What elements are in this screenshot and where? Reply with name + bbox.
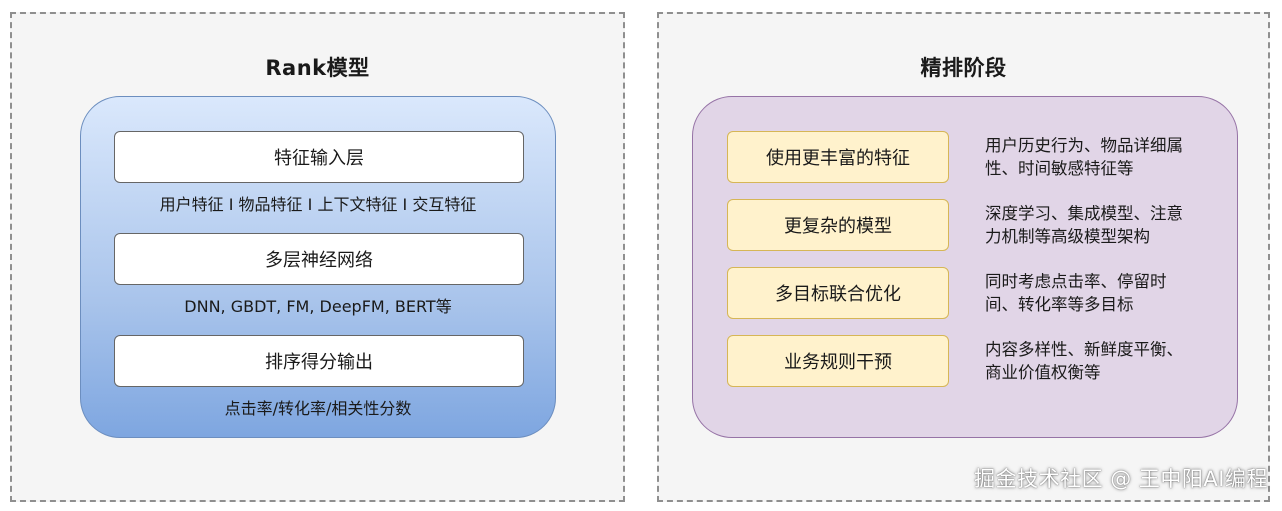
neural-network-layer-desc: DNN, GBDT, FM, DeepFM, BERT等 xyxy=(184,297,452,316)
rank-model-title: Rank模型 xyxy=(265,56,370,80)
desc-line: 用户历史行为、物品详细属 xyxy=(985,136,1183,155)
desc-line: 商业价值权衡等 xyxy=(985,363,1101,382)
feature-input-layer-desc: 用户特征 I 物品特征 I 上下文特征 I 交互特征 xyxy=(159,195,477,214)
score-output-layer-desc: 点击率/转化率/相关性分数 xyxy=(224,399,412,418)
desc-line: 同时考虑点击率、停留时 xyxy=(985,272,1167,291)
feature-input-layer-box: 特征输入层 xyxy=(114,131,524,183)
neural-network-layer-box: 多层神经网络 xyxy=(114,233,524,285)
fine-ranking-title: 精排阶段 xyxy=(920,56,1007,80)
watermark: 掘金技术社区 @ 王中阳AI编程 xyxy=(974,467,1268,491)
multi-objective-desc: 同时考虑点击率、停留时 间、转化率等多目标 xyxy=(985,270,1223,316)
desc-line: 力机制等高级模型架构 xyxy=(985,227,1150,246)
score-output-layer-box: 排序得分输出 xyxy=(114,335,524,387)
business-rules-box: 业务规则干预 xyxy=(727,335,949,387)
richer-features-desc: 用户历史行为、物品详细属 性、时间敏感特征等 xyxy=(985,134,1223,180)
desc-line: 内容多样性、新鲜度平衡、 xyxy=(985,340,1183,359)
fine-ranking-panel: 精排阶段 使用更丰富的特征 用户历史行为、物品详细属 性、时间敏感特征等 更复杂… xyxy=(657,12,1270,502)
fine-ranking-container: 使用更丰富的特征 用户历史行为、物品详细属 性、时间敏感特征等 更复杂的模型 深… xyxy=(692,96,1238,438)
desc-line: 间、转化率等多目标 xyxy=(985,295,1134,314)
business-rules-desc: 内容多样性、新鲜度平衡、 商业价值权衡等 xyxy=(985,338,1223,384)
rank-model-container: 特征输入层 用户特征 I 物品特征 I 上下文特征 I 交互特征 多层神经网络 … xyxy=(80,96,556,438)
desc-line: 性、时间敏感特征等 xyxy=(985,159,1134,178)
richer-features-box: 使用更丰富的特征 xyxy=(727,131,949,183)
complex-model-desc: 深度学习、集成模型、注意 力机制等高级模型架构 xyxy=(985,202,1223,248)
rank-model-panel: Rank模型 特征输入层 用户特征 I 物品特征 I 上下文特征 I 交互特征 … xyxy=(10,12,625,502)
multi-objective-box: 多目标联合优化 xyxy=(727,267,949,319)
desc-line: 深度学习、集成模型、注意 xyxy=(985,204,1183,223)
complex-model-box: 更复杂的模型 xyxy=(727,199,949,251)
